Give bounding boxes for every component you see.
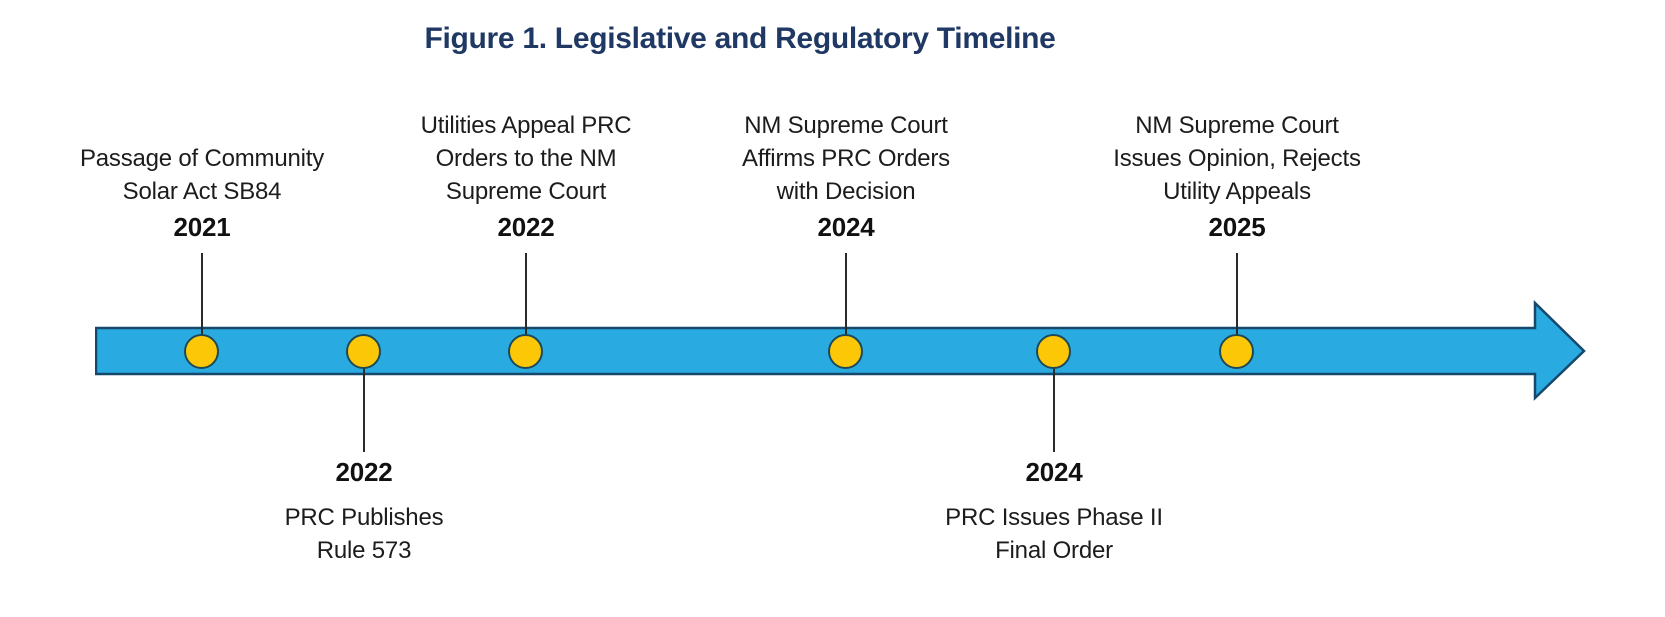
event-text-line: Passage of Community bbox=[79, 145, 325, 172]
event-label-2024-affirms: NM Supreme Court Affirms PRC Orders with… bbox=[666, 109, 1026, 244]
timeline-marker bbox=[828, 334, 863, 369]
timeline-marker bbox=[508, 334, 543, 369]
event-text-line: Orders to the NM bbox=[435, 145, 617, 172]
event-year: 2024 bbox=[1025, 457, 1083, 487]
figure-title: Figure 1. Legislative and Regulatory Tim… bbox=[424, 22, 1056, 55]
connector-line bbox=[1236, 253, 1238, 338]
event-year: 2021 bbox=[173, 212, 231, 242]
event-text-line: Utility Appeals bbox=[1163, 178, 1311, 205]
event-text: Passage of Community Solar Act SB84 bbox=[22, 142, 382, 208]
connector-line bbox=[1053, 368, 1055, 452]
connector-line bbox=[363, 368, 365, 452]
event-text: NM Supreme Court Issues Opinion, Rejects… bbox=[1057, 109, 1417, 208]
event-label-2024-phase2: 2024 PRC Issues Phase II Final Order bbox=[874, 455, 1234, 567]
event-text-line: Issues Opinion, Rejects bbox=[1113, 145, 1361, 172]
event-year: 2025 bbox=[1208, 212, 1266, 242]
timeline-marker bbox=[1219, 334, 1254, 369]
connector-line bbox=[525, 253, 527, 338]
event-text-line: PRC Issues Phase II bbox=[945, 504, 1163, 531]
event-text-line: Final Order bbox=[995, 537, 1113, 564]
event-text-line: PRC Publishes bbox=[284, 504, 444, 531]
event-text-line: with Decision bbox=[776, 178, 916, 205]
event-label-2022-appeal: Utilities Appeal PRC Orders to the NM Su… bbox=[346, 109, 706, 244]
event-label-2022-rule573: 2022 PRC Publishes Rule 573 bbox=[184, 455, 544, 567]
connector-line bbox=[845, 253, 847, 338]
timeline-marker bbox=[346, 334, 381, 369]
timeline-marker bbox=[184, 334, 219, 369]
connector-line bbox=[201, 253, 203, 338]
event-label-2025-opinion: NM Supreme Court Issues Opinion, Rejects… bbox=[1057, 109, 1417, 244]
event-text-line: Rule 573 bbox=[316, 537, 412, 564]
event-text: NM Supreme Court Affirms PRC Orders with… bbox=[666, 109, 1026, 208]
event-text-line: Affirms PRC Orders bbox=[742, 145, 950, 172]
timeline-marker bbox=[1036, 334, 1071, 369]
event-text: PRC Issues Phase II Final Order bbox=[874, 501, 1234, 567]
event-text-line: Utilities Appeal PRC bbox=[420, 112, 632, 139]
event-year: 2022 bbox=[335, 457, 393, 487]
event-text-line: NM Supreme Court bbox=[744, 112, 948, 139]
event-text-line: Solar Act SB84 bbox=[122, 178, 282, 205]
event-label-2021-passage: Passage of Community Solar Act SB84 2021 bbox=[22, 142, 382, 244]
event-text: PRC Publishes Rule 573 bbox=[184, 501, 544, 567]
event-year: 2024 bbox=[817, 212, 875, 242]
event-year: 2022 bbox=[497, 212, 555, 242]
event-text: Utilities Appeal PRC Orders to the NM Su… bbox=[346, 109, 706, 208]
event-text-line: Supreme Court bbox=[445, 178, 607, 205]
event-text-line: NM Supreme Court bbox=[1135, 112, 1339, 139]
